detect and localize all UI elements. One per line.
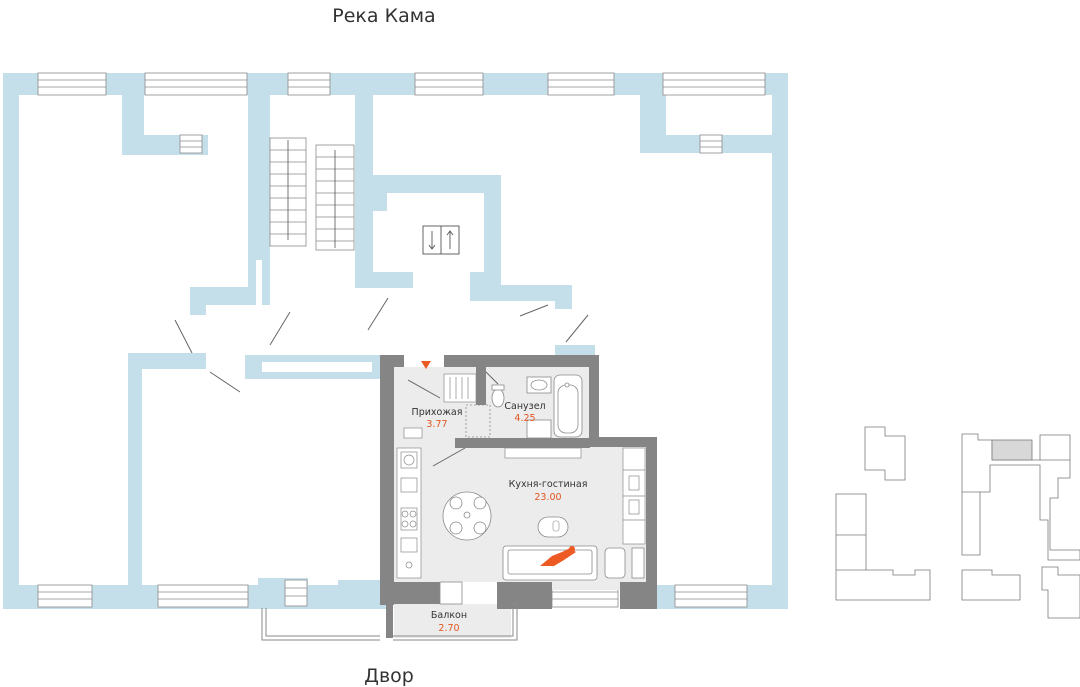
river-label: Река Кама [332, 5, 435, 27]
room-name-living: Кухня-гостиная [509, 479, 588, 490]
armchair-icon [604, 547, 645, 579]
dining-table-icon [442, 491, 492, 541]
room-name-balcony: Балкон [431, 610, 467, 621]
dog-icon [540, 546, 576, 566]
stairs [269, 137, 355, 251]
apartment[interactable]: Прихожая 3.77 Санузел 4.25 Кухня-гостина… [261, 355, 657, 641]
shelving-icon [504, 447, 646, 545]
hallway-door [407, 379, 441, 399]
wardrobe-icon [443, 373, 477, 403]
kitchen-counter [396, 427, 423, 579]
balcony-floor [394, 604, 511, 638]
room-area-living: 23.00 [534, 492, 561, 503]
apartment-walls [380, 355, 657, 638]
door-swings [174, 297, 589, 393]
room-name-hallway: Прихожая [412, 407, 463, 418]
site-minimap [835, 426, 1080, 619]
windows [37, 72, 766, 608]
room-name-bathroom: Санузел [504, 401, 545, 412]
yard-label: Двор [364, 665, 414, 687]
room-area-hallway: 3.77 [426, 419, 447, 430]
entrance-marker-icon [421, 361, 431, 369]
bathroom-fixtures [465, 374, 583, 439]
bathroom-door [485, 371, 499, 385]
minimap-current-section [991, 439, 1033, 461]
room-area-bathroom: 4.25 [514, 413, 535, 424]
elevator-icon [422, 225, 460, 255]
kitchen-door [432, 447, 466, 467]
wall-openings [256, 260, 372, 372]
balcony-door [439, 581, 463, 605]
balcony-railing [261, 603, 518, 641]
room-area-balcony: 2.70 [438, 623, 459, 634]
